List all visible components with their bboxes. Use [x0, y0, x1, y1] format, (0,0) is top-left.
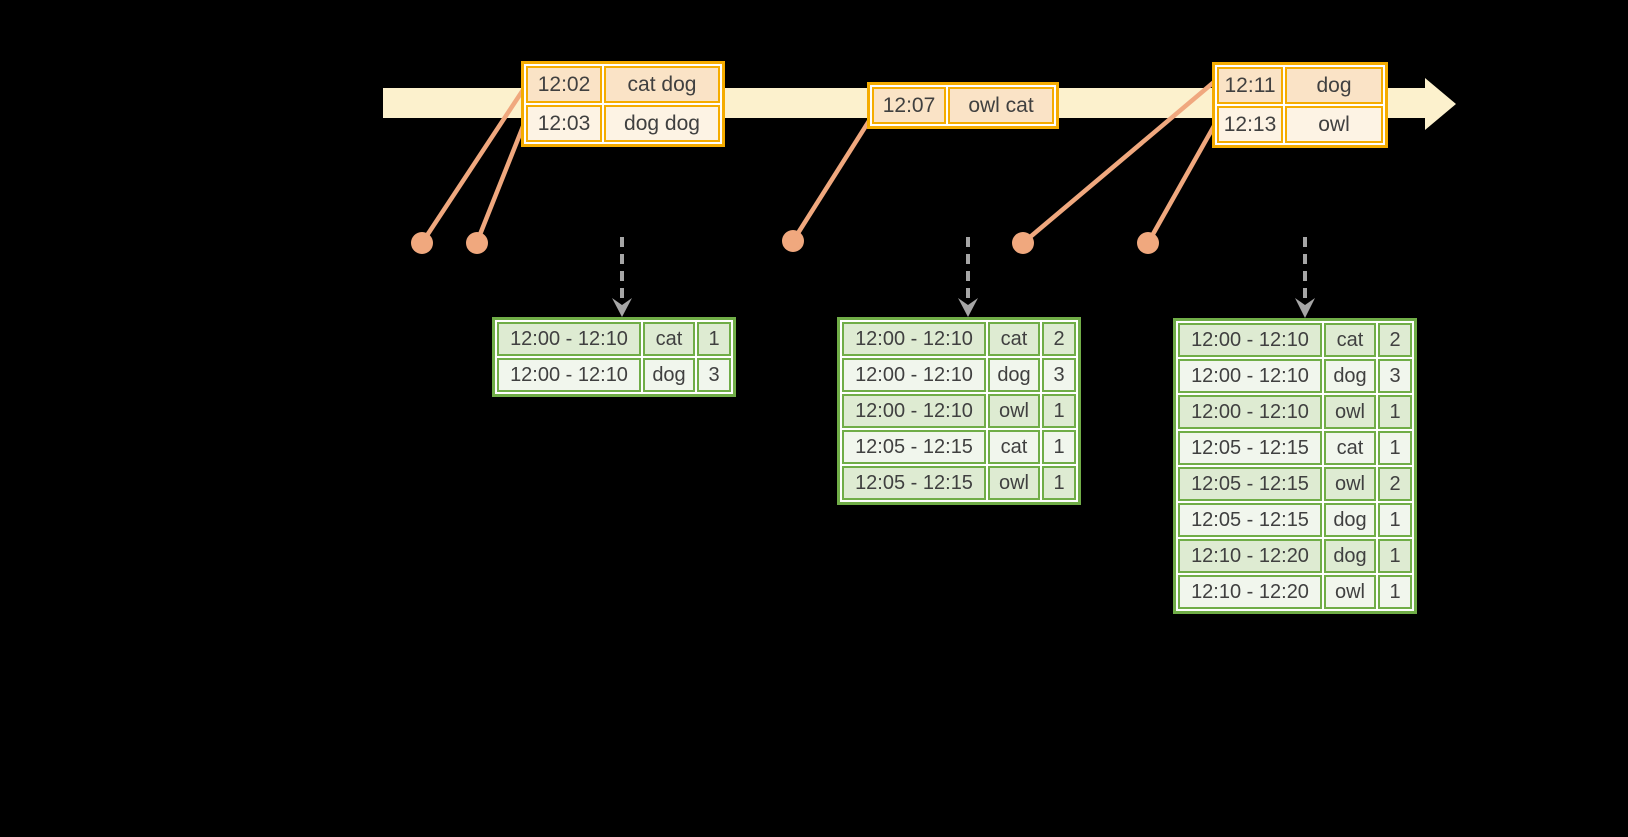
dashed-down-arrow-icon — [958, 237, 978, 317]
window-cell: 12:05 - 12:15 — [1178, 467, 1322, 501]
word-cell: owl — [1324, 575, 1376, 609]
word-cell: dog — [1324, 359, 1376, 393]
word-cell: owl — [1324, 395, 1376, 429]
window-cell: 12:00 - 12:10 — [497, 358, 641, 392]
window-cell: 12:00 - 12:10 — [497, 322, 641, 356]
word-cell: owl — [1324, 467, 1376, 501]
dashed-down-arrow-icon — [1295, 237, 1315, 318]
event-dot-icon — [782, 230, 804, 252]
time-cell: 12:02 — [526, 66, 602, 103]
count-cell: 2 — [1042, 322, 1076, 356]
count-cell: 1 — [1378, 539, 1412, 573]
connector-line — [1021, 80, 1216, 245]
count-cell: 1 — [1378, 503, 1412, 537]
words-cell: owl cat — [948, 87, 1054, 124]
count-cell: 1 — [1042, 394, 1076, 428]
count-cell: 3 — [697, 358, 731, 392]
count-cell: 2 — [1378, 323, 1412, 357]
time-cell: 12:03 — [526, 105, 602, 142]
window-cell: 12:00 - 12:10 — [842, 322, 986, 356]
count-cell: 1 — [697, 322, 731, 356]
event-markers — [411, 230, 1159, 254]
window-cell: 12:00 - 12:10 — [1178, 395, 1322, 429]
count-cell: 1 — [1042, 466, 1076, 500]
window-cell: 12:00 - 12:10 — [1178, 359, 1322, 393]
window-cell: 12:05 - 12:15 — [1178, 431, 1322, 465]
word-cell: cat — [988, 322, 1040, 356]
window-cell: 12:05 - 12:15 — [842, 430, 986, 464]
count-cell: 1 — [1378, 431, 1412, 465]
count-cell: 1 — [1378, 395, 1412, 429]
dashed-down-arrow-icon — [612, 237, 632, 317]
word-cell: dog — [1324, 503, 1376, 537]
count-cell: 3 — [1378, 359, 1412, 393]
word-cell: dog — [988, 358, 1040, 392]
word-cell: owl — [988, 394, 1040, 428]
word-cell: cat — [1324, 323, 1376, 357]
word-cell: dog — [1324, 539, 1376, 573]
words-cell: dog dog — [604, 105, 720, 142]
word-cell: owl — [988, 466, 1040, 500]
connector-line — [420, 88, 525, 245]
connector-line — [1146, 124, 1216, 245]
window-cell: 12:05 - 12:15 — [842, 466, 986, 500]
count-cell: 3 — [1042, 358, 1076, 392]
trigger-arrows — [612, 237, 1315, 318]
window-cell: 12:10 - 12:20 — [1178, 575, 1322, 609]
event-dot-icon — [411, 232, 433, 254]
words-cell: dog — [1285, 67, 1383, 104]
window-cell: 12:00 - 12:10 — [1178, 323, 1322, 357]
event-dot-icon — [1137, 232, 1159, 254]
time-cell: 12:13 — [1217, 106, 1283, 143]
words-cell: cat dog — [604, 66, 720, 103]
time-cell: 12:07 — [872, 87, 946, 124]
words-cell: owl — [1285, 106, 1383, 143]
connector-line — [474, 123, 527, 243]
window-cell: 12:10 - 12:20 — [1178, 539, 1322, 573]
window-cell: 12:00 - 12:10 — [842, 394, 986, 428]
event-dot-icon — [1012, 232, 1034, 254]
word-cell: cat — [988, 430, 1040, 464]
count-cell: 1 — [1042, 430, 1076, 464]
word-cell: dog — [643, 358, 695, 392]
connector-line — [791, 119, 871, 243]
event-dot-icon — [466, 232, 488, 254]
window-cell: 12:00 - 12:10 — [842, 358, 986, 392]
word-cell: cat — [1324, 431, 1376, 465]
window-cell: 12:05 - 12:15 — [1178, 503, 1322, 537]
connector-lines — [420, 80, 1216, 245]
count-cell: 2 — [1378, 467, 1412, 501]
word-cell: cat — [643, 322, 695, 356]
time-cell: 12:11 — [1217, 67, 1283, 104]
count-cell: 1 — [1378, 575, 1412, 609]
